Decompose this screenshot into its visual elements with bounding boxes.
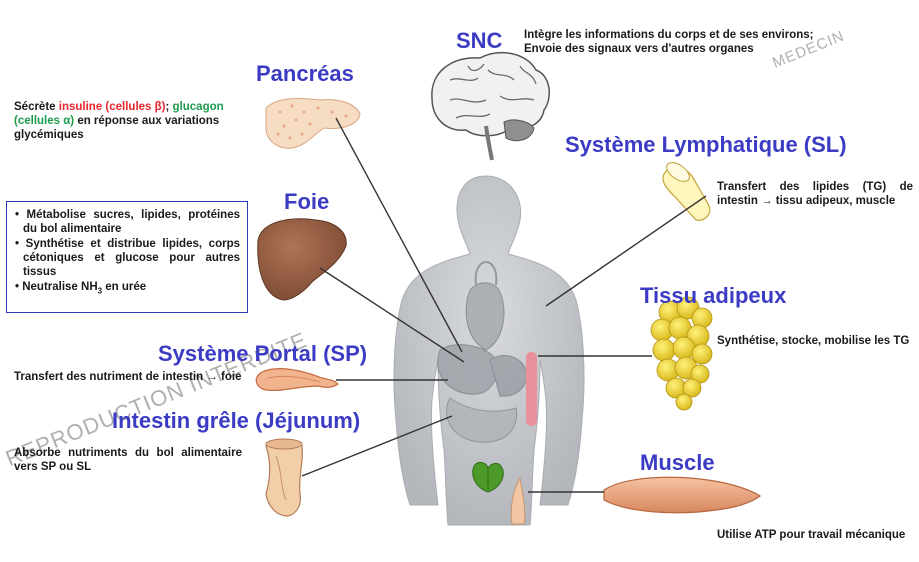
lymph-vessel: [526, 352, 537, 426]
muscle-description: Utilise ATP pour travail mécanique: [717, 528, 913, 542]
snc-title: SNC: [456, 28, 502, 54]
portal-vein-icon: [256, 369, 338, 391]
foie-item-1: • Métabolise sucres, lipides, protéines …: [15, 208, 240, 236]
insuline-text: insuline (cellules β): [59, 101, 166, 113]
foie-item-3: • Neutralise NH3 en urée: [15, 280, 240, 298]
pancreas-icon: [266, 98, 360, 148]
intestin-description: Absorbe nutriments du bol alimentaire ve…: [14, 446, 242, 474]
adipose-tissue-icon: [651, 297, 712, 410]
portal-title: Système Portal (SP): [158, 341, 367, 367]
foie-item-3-suffix: en urée: [102, 281, 146, 293]
foie-title: Foie: [284, 189, 329, 215]
lymph-description: Transfert des lipides (TG) de intestin →…: [717, 180, 913, 208]
pancreas-desc-sep: ;: [165, 101, 169, 113]
portal-description: Transfert des nutriment de intestin → fo…: [14, 370, 242, 384]
lymph-title: Système Lymphatique (SL): [565, 132, 847, 158]
snc-description-line2: Envoie des signaux vers d'autres organes: [524, 42, 914, 56]
foie-item-2: • Synthétise et distribue lipides, corps…: [15, 237, 240, 279]
lymph-vessel-icon: [663, 159, 710, 220]
muscle-title: Muscle: [640, 450, 715, 476]
liver-icon: [258, 219, 346, 300]
snc-description: Intègre les informations du corps et de …: [524, 28, 914, 56]
pancreas-description: Sécrète insuline (cellules β); glucagon …: [14, 100, 254, 142]
foie-list: • Métabolise sucres, lipides, protéines …: [15, 208, 240, 298]
muscle-icon: [604, 477, 760, 512]
brain-icon: [432, 53, 549, 160]
foie-box: • Métabolise sucres, lipides, protéines …: [6, 201, 248, 313]
intestine-icon: [266, 439, 302, 516]
snc-description-line1: Intègre les informations du corps et de …: [524, 28, 914, 42]
adipeux-description: Synthétise, stocke, mobilise les TG: [717, 334, 915, 348]
pancreas-desc-prefix: Sécrète: [14, 101, 59, 113]
foie-item-3-prefix: • Neutralise NH: [15, 281, 98, 293]
adipeux-title: Tissu adipeux: [640, 283, 786, 309]
intestin-title: Intestin grêle (Jéjunum): [112, 408, 360, 434]
pancreas-title: Pancréas: [256, 61, 354, 87]
